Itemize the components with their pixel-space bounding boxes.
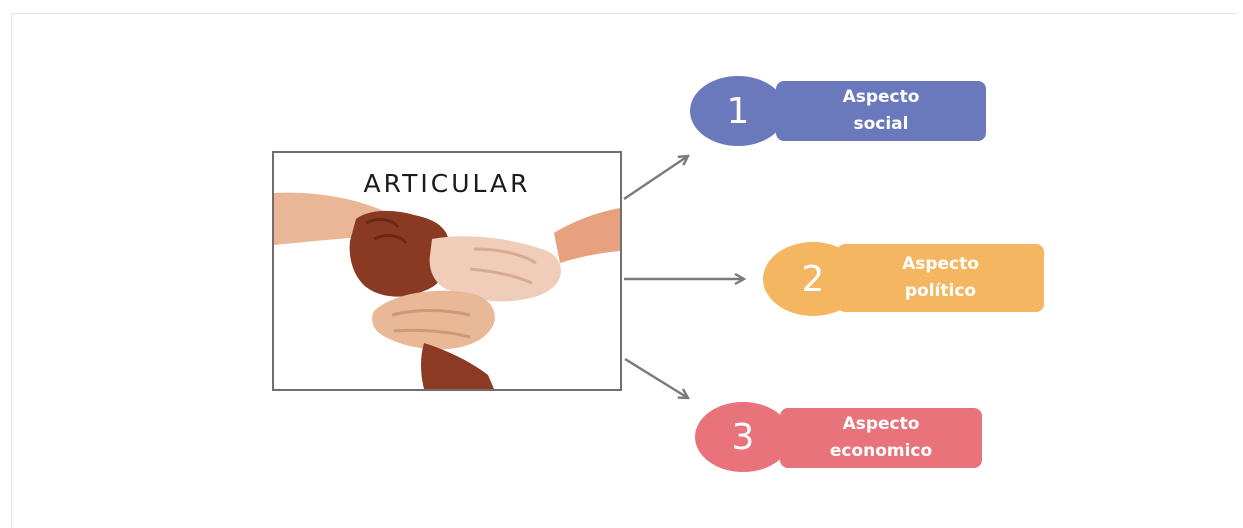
main-title: ARTICULAR — [363, 169, 531, 198]
item-2-number: 2 — [763, 242, 863, 316]
page-frame — [11, 13, 1237, 528]
arrow-to-item-3 — [624, 357, 688, 398]
articular-box: ARTICULAR — [272, 151, 622, 391]
item-1-label-box: Aspecto social — [776, 81, 986, 141]
item-1-label: Aspecto social — [842, 87, 920, 134]
connector-arrows — [623, 0, 1243, 517]
item-3-label-box: Aspecto economico — [780, 408, 982, 468]
item-2-label: Aspecto político — [902, 254, 979, 301]
item-3-label: Aspecto economico — [829, 414, 933, 461]
item-1-number: 1 — [690, 76, 786, 146]
item-3-number: 3 — [695, 402, 791, 472]
item-2-label-box: Aspecto político — [837, 244, 1044, 312]
arrow-to-item-1 — [623, 156, 688, 200]
joined-hands-icon — [274, 192, 620, 389]
